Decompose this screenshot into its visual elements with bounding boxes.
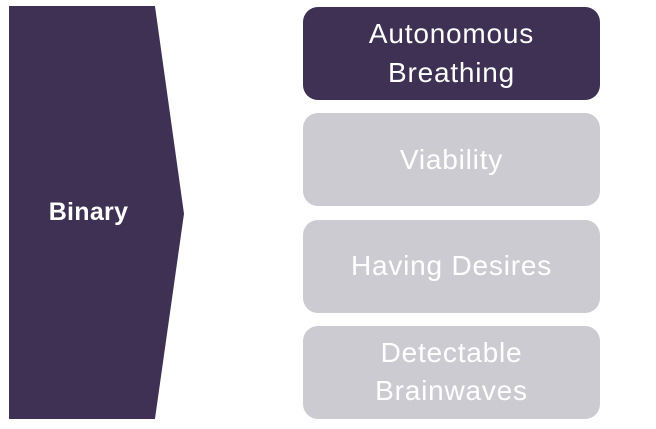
criteria-box-detectable-brainwaves: Detectable Brainwaves [303,325,600,419]
criteria-box-viability: Viability [303,113,600,207]
criteria-box-having-desires: Having Desires [303,219,600,313]
criteria-label: Autonomous Breathing [368,17,535,88]
binary-category-arrow: Binary [9,6,184,419]
criteria-box-autonomous-breathing: Autonomous Breathing [303,7,600,100]
criteria-list: Autonomous Breathing Viability Having De… [303,7,600,419]
criteria-label: Having Desires [350,249,553,281]
binary-category-label: Binary [48,198,129,226]
criteria-label: Viability [399,143,504,175]
criteria-label: Detectable Brainwaves [375,336,528,407]
